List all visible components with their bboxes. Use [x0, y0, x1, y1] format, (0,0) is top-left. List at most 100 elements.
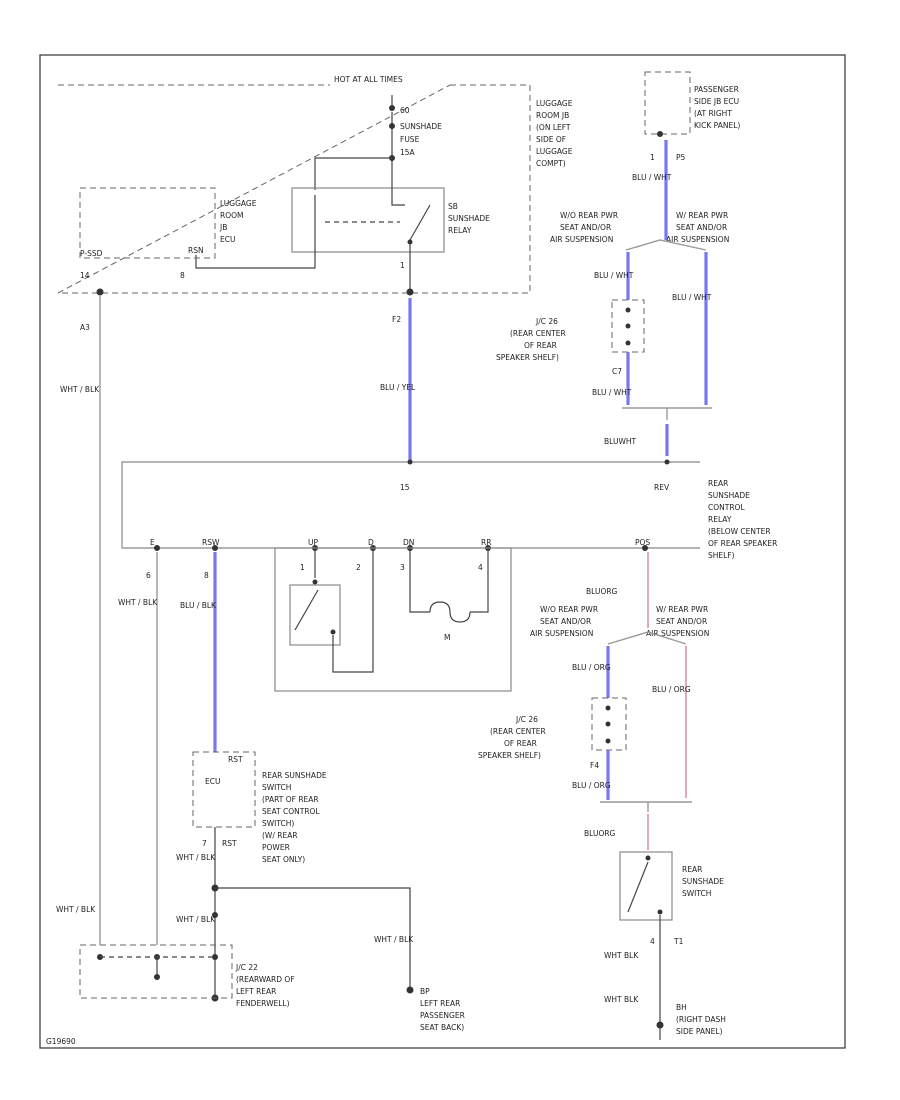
- rear-switch-label-4: SEAT CONTROL: [262, 807, 320, 816]
- relay-pin-rev: REV: [654, 483, 670, 492]
- wire-blu-wht-top: BLU / WHT: [632, 173, 672, 182]
- ground-bp-2: LEFT REAR: [420, 999, 460, 1008]
- branch-wo-3: AIR SUSPENSION: [550, 235, 613, 244]
- merge-bracket-top: [622, 407, 712, 420]
- wire-wht-blk-5: WHT / BLK: [374, 935, 414, 944]
- blu-yel-wire: [406, 288, 414, 462]
- pin-num-4: 4: [478, 563, 483, 572]
- pin-p-ssd: P-SSD: [80, 249, 103, 258]
- ground-bh-2: (RIGHT DASH: [676, 1015, 726, 1024]
- rear-sunshade-switch: [619, 851, 673, 1040]
- footer-code: G19690: [46, 1037, 76, 1046]
- wire-wht-blk-3: WHT / BLK: [176, 853, 216, 862]
- jc-mid-3: OF REAR: [504, 739, 537, 748]
- control-relay-label-3: CONTROL: [708, 503, 745, 512]
- luggage-jb-ecu-box: [79, 187, 216, 259]
- control-relay-box: [121, 461, 700, 549]
- pin-num-2: 2: [356, 563, 361, 572]
- rear-switch-label-2: SWITCH: [262, 783, 291, 792]
- relay-pin-up: UP: [308, 538, 318, 547]
- control-relay-label-1: REAR: [708, 479, 728, 488]
- wire-wht-blk-6: WHT / BLK: [56, 905, 96, 914]
- jc-top-2: (REAR CENTER: [510, 329, 566, 338]
- pin-num-6: 6: [146, 571, 151, 580]
- pin-rsn: RSN: [188, 246, 204, 255]
- diagram-frame: [39, 54, 846, 1049]
- jc22-label-3: LEFT REAR: [236, 987, 276, 996]
- relay-pin-dn: DN: [403, 538, 414, 547]
- wire-wht-blk-4: WHT / BLK: [176, 915, 216, 924]
- jc22-label-4: FENDERWELL): [236, 999, 290, 1008]
- rear-switch-label-6: (W/ REAR: [262, 831, 298, 840]
- jc-top-4: SPEAKER SHELF): [496, 353, 559, 362]
- conn-p5: P5: [676, 153, 686, 162]
- branch-wo-1: W/O REAR PWR: [560, 211, 618, 220]
- jc22-label-1: J/C 22: [235, 963, 258, 972]
- rear-switch-label-8: SEAT ONLY): [262, 855, 305, 864]
- control-relay-label-2: SUNSHADE: [708, 491, 750, 500]
- relay-pin-15: 15: [400, 483, 410, 492]
- conn-a3: A3: [80, 323, 90, 332]
- luggage-jb-label-2: ROOM JB: [536, 111, 569, 120]
- sunshade-switch-pin: 4: [650, 937, 655, 946]
- conn-f2: F2: [392, 315, 401, 324]
- ecu-label-1: LUGGAGE: [220, 199, 257, 208]
- wire-bluorg-bottom: BLUORG: [584, 829, 616, 838]
- rear-switch-label-1: REAR SUNSHADE: [262, 771, 327, 780]
- switch-ground-wire: [211, 827, 414, 1002]
- ground-bp-4: SEAT BACK): [420, 1023, 464, 1032]
- rear-switch-label-7: POWER: [262, 843, 290, 852]
- left-ground-wire: [96, 288, 104, 945]
- wire-blu-org-jc: BLU / ORG: [572, 781, 611, 790]
- pin-num-3: 3: [400, 563, 405, 572]
- fuse-line-2: SUNSHADE: [400, 122, 442, 131]
- sunshade-switch-label-3: SWITCH: [682, 889, 711, 898]
- rear-switch-box: [192, 751, 256, 828]
- wire-blu-wht-right: BLU / WHT: [672, 293, 712, 302]
- jc22-label-2: (REARWARD OF: [236, 975, 295, 984]
- branch2-w-1: W/ REAR PWR: [656, 605, 708, 614]
- ecu-label-3: JB: [219, 223, 227, 232]
- branch2-wo-1: W/O REAR PWR: [540, 605, 598, 614]
- conn-f4: F4: [590, 761, 599, 770]
- luggage-jb-label-5: LUGGAGE: [536, 147, 573, 156]
- branch-w-2: SEAT AND/OR: [676, 223, 727, 232]
- hot-at-all-times-label: HOT AT ALL TIMES: [334, 75, 403, 84]
- sunshade-fuse: [389, 95, 395, 180]
- relay-label-2: SUNSHADE: [448, 214, 490, 223]
- fuse-line-4: 15A: [400, 148, 416, 157]
- relay-pin-rsw: RSW: [202, 538, 220, 547]
- luggage-jb-label-6: COMPT): [536, 159, 566, 168]
- ecu-label-2: ROOM: [220, 211, 244, 220]
- relay-pin-pos: POS: [635, 538, 650, 547]
- passenger-jb-label-3: (AT RIGHT: [694, 109, 732, 118]
- relay-label-3: RELAY: [448, 226, 472, 235]
- branch-w-1: W/ REAR PWR: [676, 211, 728, 220]
- rear-switch-ecu: ECU: [205, 777, 220, 786]
- ecu-label-4: ECU: [220, 235, 235, 244]
- motor-label: M: [444, 633, 450, 642]
- relay-pin-e: E: [150, 538, 155, 547]
- luggage-jb-box: [57, 84, 531, 294]
- ground-bp-3: PASSENGER: [420, 1011, 465, 1020]
- ground-bh-3: SIDE PANEL): [676, 1027, 723, 1036]
- branch2-wo-3: AIR SUSPENSION: [530, 629, 593, 638]
- wire-blu-wht-left: BLU / WHT: [594, 271, 634, 280]
- jc-mid-2: (REAR CENTER: [490, 727, 546, 736]
- branch2-wo-2: SEAT AND/OR: [540, 617, 591, 626]
- branch-fork-top: [625, 239, 707, 251]
- pin-8: 8: [180, 271, 185, 280]
- pin-num-1: 1: [300, 563, 305, 572]
- passenger-jb-box: [644, 71, 691, 135]
- wire-blu-blk: BLU / BLK: [180, 601, 217, 610]
- wire-blu-org-right: BLU / ORG: [652, 685, 691, 694]
- fuse-line-3: FUSE: [400, 135, 420, 144]
- relay-pin-rr: RR: [481, 538, 491, 547]
- conn-1: 1: [400, 261, 405, 270]
- branch-fork-bottom: [607, 631, 687, 645]
- rear-switch-label-5: SWITCH): [262, 819, 294, 828]
- conn-c7-top: C7: [612, 367, 622, 376]
- luggage-jb-label-4: SIDE OF: [536, 135, 566, 144]
- branch2-w-3: AIR SUSPENSION: [646, 629, 709, 638]
